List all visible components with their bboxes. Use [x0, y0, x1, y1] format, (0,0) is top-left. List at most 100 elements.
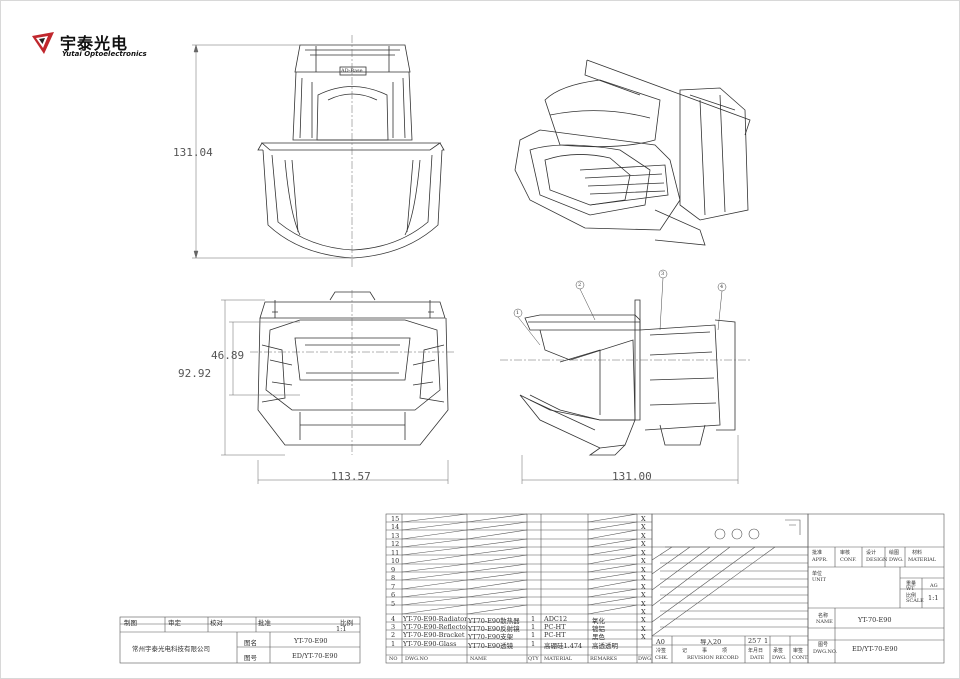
tb-unit-en: UNIT: [812, 577, 826, 583]
revision-col-en-cont: CONT.: [792, 655, 809, 661]
bom-row-4-qty: 1: [531, 615, 536, 623]
bom-x-mark: X: [641, 531, 646, 540]
bom-x-mark: X: [641, 515, 646, 523]
bom-row-3-dwg: YT-70-E90-Reflector: [403, 623, 467, 631]
revision-col-en-dwg: DWG.: [772, 655, 787, 661]
dim-height-top: 131.04: [173, 146, 213, 159]
company-logo-en: Yutai Optoelectronics: [62, 50, 147, 58]
bom-row-4-material: ADC12: [544, 615, 568, 623]
tb-scale-value: 1:1: [928, 594, 939, 602]
bom-x-mark: X: [641, 599, 646, 608]
left-name-value: YT-70-E90: [294, 637, 328, 645]
bom-row-1-remarks: 高透透明: [592, 642, 618, 650]
bom-x-mark: X: [641, 540, 646, 549]
revision-col-xiang: 项: [722, 648, 728, 654]
tb-drawing-en: DWG.: [889, 557, 904, 563]
bom-row-number: 14: [391, 523, 400, 532]
tb-no-value: ED/YT-70-E90: [852, 645, 898, 653]
revision-col-shi: 事: [702, 648, 708, 654]
bom-x-column: X X X X X X X X X X X X X X X: [641, 515, 646, 642]
bom-row-1-dwg: YT-70-E90-Glass: [403, 640, 457, 648]
side-view: [519, 299, 736, 456]
tb-no-cn: 图号: [818, 642, 829, 648]
tb-approval-en: APPR.: [812, 557, 828, 563]
tb-name-cn: 名称: [818, 613, 829, 619]
bom-row-1-no: 1: [391, 640, 396, 648]
tb-name-en: NAME: [816, 619, 833, 625]
balloon-3: 3: [661, 271, 665, 277]
bom-header-name: NAME: [470, 656, 487, 662]
bom-row-number: 11: [391, 548, 400, 557]
balloon-4: 4: [720, 284, 724, 290]
left-header-draw: 制图: [124, 619, 137, 627]
bom-row-number: 13: [391, 531, 400, 540]
bom-row-3-material: PC-HT: [544, 623, 566, 631]
bom-header-qty: QTY: [528, 656, 539, 662]
bom-row-numbers: 15 14 13 12 11 10 9 8 7 6 5: [391, 515, 399, 608]
bom-x-mark: X: [641, 523, 646, 532]
bom-row-3-remarks: 镀铝: [592, 625, 605, 633]
bom-row-4-remarks: 氧化: [592, 617, 605, 625]
tb-design-cn: 设计: [866, 550, 877, 556]
tb-unit-cn: 单位: [812, 571, 823, 577]
bom-row-2-material: PC-HT: [544, 631, 566, 639]
tb-material-cn: 材料: [912, 550, 923, 556]
bom-x-mark: X: [641, 548, 646, 557]
bom-row-number: 8: [391, 574, 396, 583]
left-scale-value: 1:1: [336, 625, 347, 633]
bom-x-mark: X: [641, 591, 646, 600]
tb-weight-en: WT: [906, 586, 915, 592]
tb-weight-value: AG: [930, 583, 938, 589]
bom-row-number: 10: [391, 557, 400, 566]
revision-n7: 7: [757, 637, 762, 645]
tb-review-cn: 审核: [840, 550, 851, 556]
left-no-value: ED/YT-70-E90: [292, 652, 338, 660]
bom-x-mark: X: [641, 624, 646, 633]
bom-x-mark: X: [641, 565, 646, 574]
revision-col-sign: 承签: [773, 648, 784, 654]
bom-row-2-qty: 1: [531, 631, 536, 639]
bom-row-2-remarks: 黑色: [592, 633, 605, 641]
bom-row-1-name: YT70-E90透镜: [468, 642, 514, 650]
tb-review-en: CONF.: [840, 557, 857, 563]
bom-row-number: 12: [391, 540, 400, 549]
bom-row-4-name: YT70-E90散热器: [468, 617, 520, 625]
bom-row-3-qty: 1: [531, 623, 536, 631]
bom-x-mark: X: [641, 607, 646, 616]
dim-width-front: 113.57: [331, 470, 371, 483]
bom-row-3-name: YT70-E90反射镜: [468, 625, 520, 633]
bom-row-4-dwg: YT-70-E90-Radiator: [403, 615, 467, 623]
company-logo-icon: [32, 32, 54, 54]
revision-col-en-record: REVISION RECORD: [687, 655, 739, 661]
revision-n1: 1: [764, 637, 769, 645]
bom-row-1-material: 高硼硅1.474: [544, 642, 583, 650]
tb-weight-cn: 重量: [906, 581, 917, 587]
tb-scale-en: SCALE: [906, 598, 924, 604]
bom-x-mark: X: [641, 574, 646, 583]
left-name-label: 图名: [244, 639, 257, 647]
left-no-label: 图号: [244, 654, 257, 662]
tb-name-value: YT-70-E90: [858, 616, 892, 624]
bom-row-1-qty: 1: [531, 640, 536, 648]
bom-row-4-no: 4: [391, 615, 396, 623]
bom-row-number: 15: [391, 515, 400, 523]
revision-a0: A0: [656, 638, 665, 646]
revision-col-chk: 冷签: [656, 648, 667, 654]
bom-row-3-no: 3: [391, 623, 396, 631]
left-header-approve: 批准: [258, 619, 271, 627]
tb-drawing-cn: 绘图: [889, 550, 900, 556]
bom-header-dwg: DWG.NO: [405, 656, 429, 662]
dim-width-side: 131.00: [612, 470, 652, 483]
bom-header-remarks: REMARKS: [590, 656, 618, 662]
revision-n25: 25: [748, 637, 757, 645]
revision-col-ji: 记: [682, 648, 688, 654]
inset-label: AD-Base: [341, 68, 363, 74]
bom-x-mark: X: [641, 616, 646, 625]
front-view: [257, 291, 449, 446]
left-header-check: 校对: [210, 619, 223, 627]
bom-x-mark: X: [641, 557, 646, 566]
company-logo-cn: 宇泰光电: [60, 34, 129, 53]
balloon-2: 2: [578, 282, 582, 288]
